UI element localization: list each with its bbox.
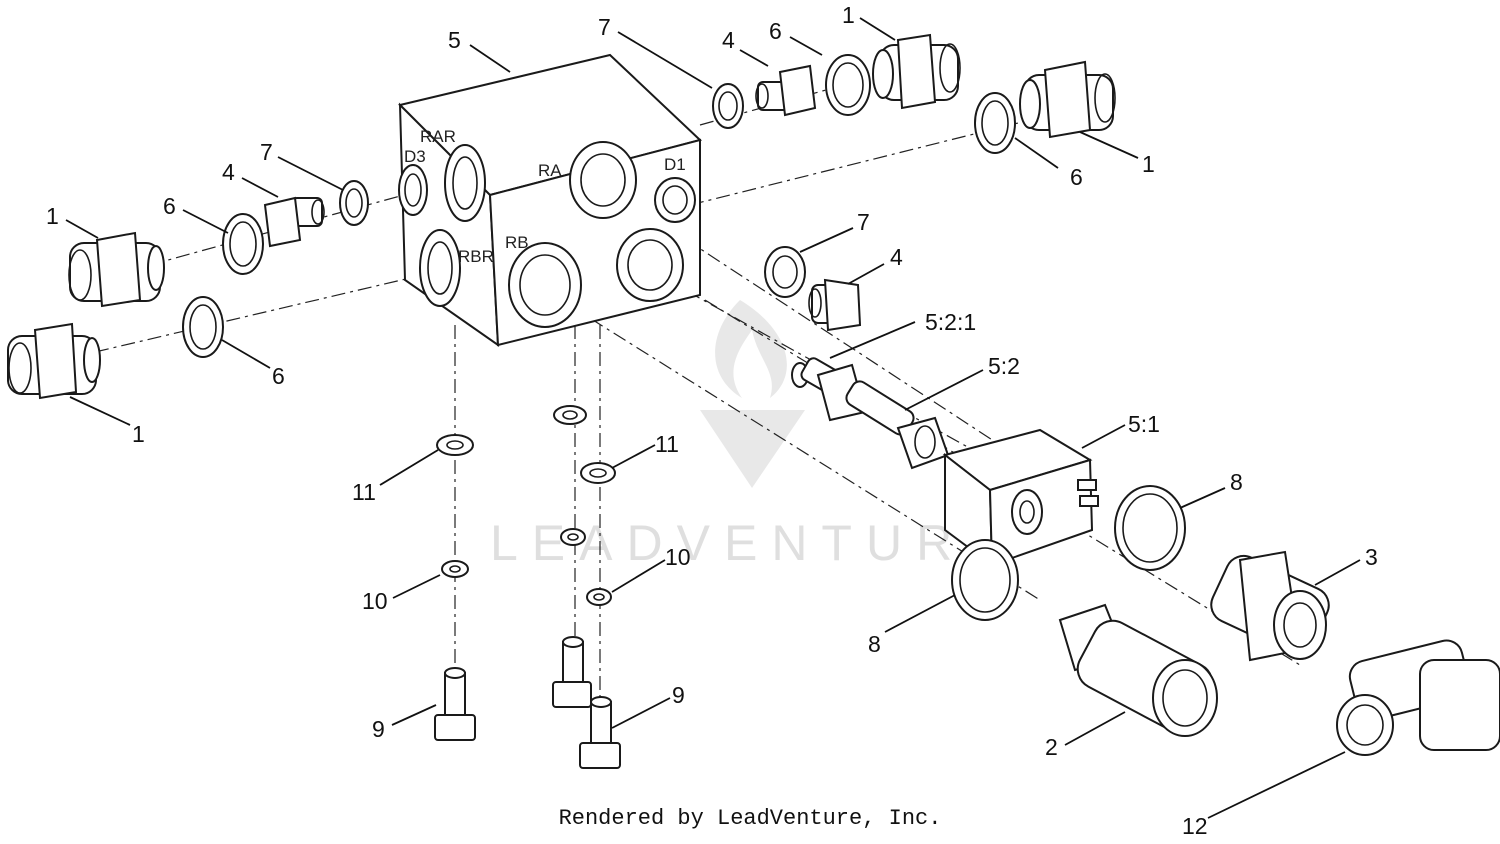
callout-6-right: 6 [1070,164,1083,190]
plug-4-left [263,196,325,248]
washer-7-mid [764,246,806,298]
manifold-block: RAR D3 RA D1 RB RBR [398,53,702,347]
fitting-1-top [872,33,961,110]
port-label-rbr: RBR [458,247,494,266]
callout-6-lower-left: 6 [272,363,285,389]
port-label-ra: RA [538,161,562,180]
port-label-rb: RB [505,233,529,252]
callout-6-left: 6 [163,193,176,219]
seal-6-left [222,213,264,275]
fitting-1-lower-left [7,322,101,400]
lockwasher-10-left [441,560,469,578]
callout-7-mid: 7 [857,209,870,235]
washer-11-upper [553,405,587,425]
callout-8-right: 8 [1230,469,1243,495]
callout-1-top: 1 [842,2,855,28]
port-ra-hole [569,141,637,219]
callout-5: 5 [448,27,461,53]
fitting-1-left [68,231,165,308]
callout-5-2-1: 5:2:1 [925,309,976,335]
port-lower-right-hole [616,228,684,302]
seal-6-top [825,54,871,116]
port-label-rar: RAR [420,127,456,146]
callout-4-top: 4 [722,27,735,53]
port-label-d3: D3 [404,147,426,166]
footer-credit: Rendered by LeadVenture, Inc. [558,806,942,831]
lockwasher-10-right [586,588,612,606]
port-label-d1: D1 [664,155,686,174]
bolt-9-left [434,667,476,741]
port-d1-hole [654,177,696,223]
port-rar-hole [444,144,486,222]
seal-8-left [951,539,1019,621]
callout-10-left: 10 [362,588,388,614]
plug-4-mid [808,278,862,332]
callout-11-left: 11 [352,479,376,505]
callout-8-left: 8 [868,631,881,657]
bolt-9-upper [552,636,592,708]
callout-3: 3 [1365,544,1378,570]
callout-9-left: 9 [372,716,385,742]
cap-2 [1058,603,1218,737]
solenoid-coil-5-1 [942,428,1099,568]
callout-7-top: 7 [598,14,611,40]
callouts: 5 7 4 6 1 1 6 7 4 6 1 6 1 7 4 5:2:1 5:2 … [46,2,1378,839]
washer-11-left [436,434,474,456]
callout-4-mid: 4 [890,244,903,270]
seal-6-right [974,92,1016,154]
callout-5-2: 5:2 [988,353,1020,379]
fitting-3 [1210,550,1330,662]
fitting-1-right [1019,60,1116,139]
plug-4-top [755,64,817,117]
callout-5-1: 5:1 [1128,411,1160,437]
bolt-9-right [579,696,621,769]
callout-1-lower-left: 1 [132,421,145,447]
port-rb-hole [508,242,582,328]
callout-1-right: 1 [1142,151,1155,177]
cartridge-5-2 [791,357,950,470]
callout-11-right: 11 [655,431,679,457]
callout-10-right: 10 [665,544,691,570]
leader-lines [65,17,1361,819]
washer-7-top [712,83,744,129]
callout-12: 12 [1182,813,1208,839]
callout-6-top: 6 [769,18,782,44]
washer-7-left [339,180,369,226]
callout-9-right: 9 [672,682,685,708]
washer-11-right [580,462,616,484]
callout-1-left: 1 [46,203,59,229]
watermark-logo [700,300,805,488]
callout-7-left: 7 [260,139,273,165]
elbow-12 [1336,639,1500,756]
port-rbr-hole [419,229,461,307]
callout-2: 2 [1045,734,1058,760]
port-d3-hole [398,164,428,216]
seal-6-lower-left [182,296,224,358]
lockwasher-10-upper [560,528,586,546]
callout-4-left: 4 [222,159,235,185]
seal-8-right [1114,485,1186,571]
